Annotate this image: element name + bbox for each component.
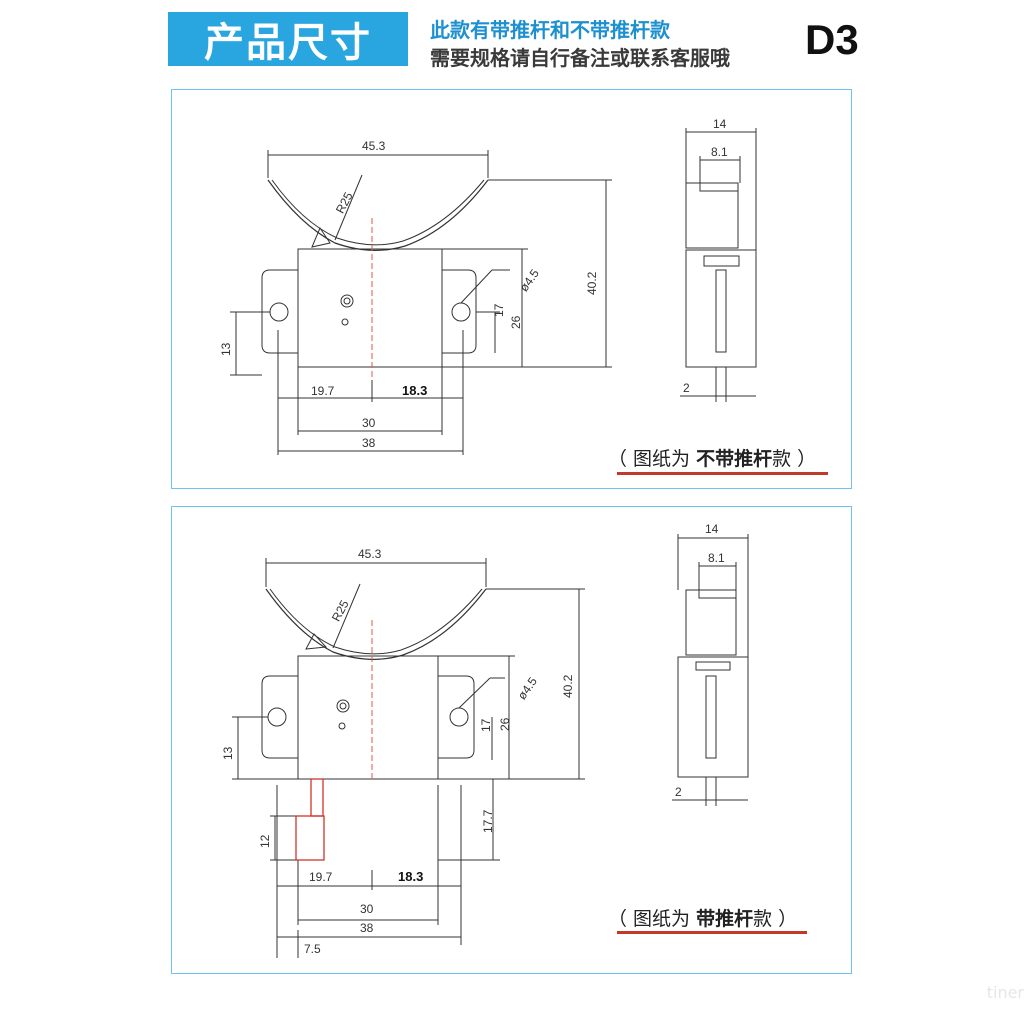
dim-total-height-2: 40.2 [561,674,575,698]
watermark: tiner [986,983,1024,1002]
dim-hole-spacing: 17 [492,303,506,317]
caption-underline [617,472,828,475]
variant-note: 此款有带推杆和不带推杆款 [430,18,670,42]
push-rod-head [295,815,325,861]
dim-hole-offset: 13 [219,342,233,356]
dim-overall-width: 38 [362,436,376,450]
dim-overall-width-2: 38 [360,921,374,935]
dim-arc-width-2: 45.3 [358,547,382,561]
dim-hole-dia-2: ø4.5 [515,674,540,702]
dim-rod-length: 17.7 [481,809,495,833]
dim-side-gap: 2 [683,381,690,395]
push-rod [310,778,324,817]
drawing-panel-without-rod [171,89,852,489]
dim-rod-offset: 7.5 [304,942,321,956]
dim-body-width-2: 30 [360,902,374,916]
dim-side-inner-2: 8.1 [708,551,725,565]
dim-left-offset-2: 19.7 [309,870,333,884]
dim-right-offset-2: 18.3 [398,869,423,884]
dim-side-width-2: 14 [705,522,719,536]
dim-left-offset: 19.7 [311,384,335,398]
model-code: D3 [805,16,859,63]
dim-side-width: 14 [713,117,727,131]
dim-body-height-2: 26 [498,717,512,731]
dim-right-offset: 18.3 [402,383,427,398]
dim-side-gap-2: 2 [675,785,682,799]
title-badge: 产品尺寸 [168,12,408,66]
caption-underline-2 [617,931,807,934]
dim-body-width: 30 [362,416,376,430]
dim-arc-width: 45.3 [362,139,386,153]
contact-note: 需要规格请自行备注或联系客服哦 [430,46,730,70]
dim-body-height: 26 [509,315,523,329]
dim-side-inner: 8.1 [711,145,728,159]
drawing-panel-with-rod [171,506,852,974]
dim-rod-height: 12 [258,834,272,848]
dim-total-height: 40.2 [585,271,599,295]
dim-hole-offset-2: 13 [221,746,235,760]
caption-with-rod: （ 图纸为 带推杆款 ） [608,908,798,930]
caption-without-rod: （ 图纸为 不带推杆款 ） [608,448,817,470]
dim-hole-spacing-2: 17 [479,718,493,732]
